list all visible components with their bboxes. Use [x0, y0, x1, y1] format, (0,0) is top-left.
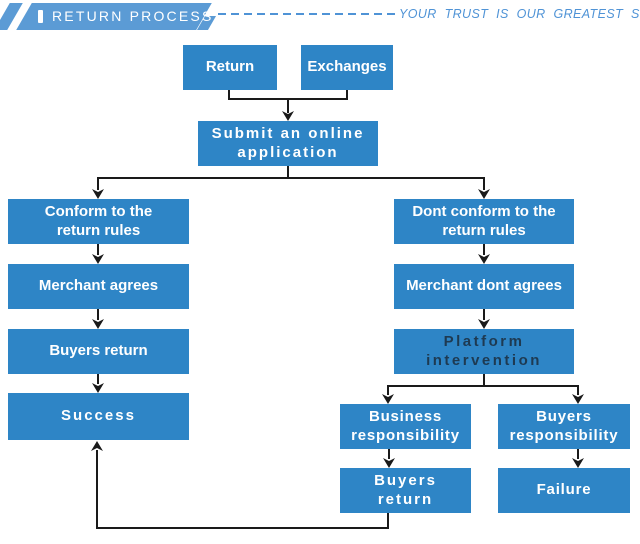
connector-buyers-success — [97, 374, 99, 384]
connector-submit-stub — [287, 166, 289, 179]
page-title: RETURN PROCESS — [52, 8, 214, 24]
arrowhead-to-failure — [572, 458, 584, 468]
arrowhead-to-merchant-dont-agrees — [478, 254, 490, 264]
arrowhead-up-to-success — [91, 441, 103, 451]
header-dashed-line — [218, 13, 398, 15]
arrowhead-to-business-responsibility — [382, 394, 394, 404]
header-tagline: YOUR TRUST IS OUR GREATEST SUPPORT — [399, 7, 640, 21]
connector-subbranch-left — [387, 385, 389, 395]
connector-business-buyersreturn — [388, 449, 390, 459]
connector-dontconform-merchant — [483, 244, 485, 255]
node-business-responsibility: Business responsibility — [340, 404, 471, 449]
node-merchant-agrees: Merchant agrees — [8, 264, 189, 309]
connector-return-stub — [228, 90, 230, 100]
node-success: Success — [8, 393, 189, 440]
node-dont-conform-rules: Dont conform to the return rules — [394, 199, 574, 244]
connector-feedback-down — [387, 513, 389, 529]
connector-feedback-horizontal — [96, 527, 389, 529]
vertical-bar-icon — [38, 10, 43, 23]
node-conform-rules: Conform to the return rules — [8, 199, 189, 244]
arrowhead-to-buyers-return — [92, 319, 104, 329]
arrowhead-to-merchant-agrees — [92, 254, 104, 264]
connector-branch-right — [483, 177, 485, 190]
connector-merchant-buyers — [97, 309, 99, 320]
connector-branch-left — [97, 177, 99, 190]
arrowhead-to-submit — [282, 111, 294, 121]
node-buyers-return-right: Buyers return — [340, 468, 471, 513]
connector-branch-horizontal — [97, 177, 485, 179]
node-exchanges: Exchanges — [301, 45, 393, 90]
node-platform-intervention: Platform intervention — [394, 329, 574, 374]
connector-exchanges-stub — [346, 90, 348, 100]
node-failure: Failure — [498, 468, 630, 513]
node-return: Return — [183, 45, 277, 90]
arrowhead-to-buyers-responsibility — [572, 394, 584, 404]
connector-platform-stub — [483, 374, 485, 387]
arrowhead-to-buyers-return-right — [383, 458, 395, 468]
arrowhead-to-success — [92, 383, 104, 393]
connector-join-vertical — [287, 98, 289, 113]
node-merchant-dont-agrees: Merchant dont agrees — [394, 264, 574, 309]
connector-merchant-platform — [483, 309, 485, 320]
node-buyers-responsibility: Buyers responsibility — [498, 404, 630, 449]
connector-subbranch-right — [577, 385, 579, 395]
connector-subbranch-horizontal — [387, 385, 579, 387]
arrowhead-to-conform — [92, 189, 104, 199]
connector-feedback-up — [96, 450, 98, 529]
connector-conform-merchant — [97, 244, 99, 255]
node-buyers-return-left: Buyers return — [8, 329, 189, 374]
arrowhead-to-dont-conform — [478, 189, 490, 199]
connector-buyersresp-failure — [577, 449, 579, 459]
arrowhead-to-platform — [478, 319, 490, 329]
node-submit-application: Submit an online application — [198, 121, 378, 166]
